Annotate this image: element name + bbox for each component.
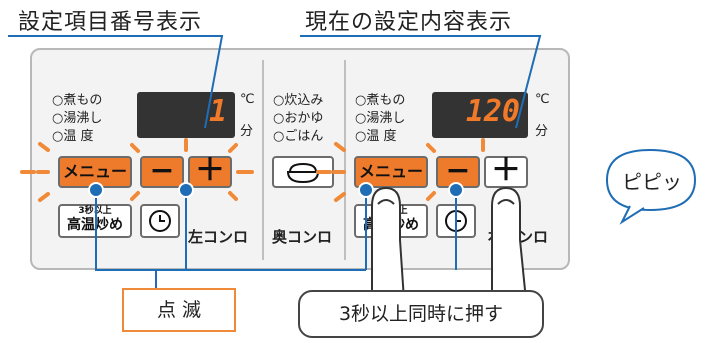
leader-lines: [8, 35, 542, 129]
clock-icon: [149, 210, 171, 232]
beep-text: ピピッ: [622, 170, 682, 194]
left-menu-button[interactable]: メニュー: [58, 156, 132, 188]
left-menu-item-simmer: ○煮もの: [52, 93, 103, 108]
rear-menu-item-rice: ○ごはん: [273, 129, 324, 144]
rear-menu-list: ○炊込み ○おかゆ ○ごはん: [273, 92, 323, 146]
right-display-value: 120: [465, 94, 520, 129]
right-menu-button-label: メニュー: [358, 162, 423, 181]
left-menu-button-label: メニュー: [62, 162, 127, 181]
press-instruction-text: 3秒以上同時に押す: [338, 303, 504, 325]
left-unit-celsius: ℃: [240, 92, 255, 107]
current-setting-display-label: 現在の設定内容表示: [305, 10, 513, 35]
left-display-value: 1: [208, 94, 227, 129]
left-minus-button[interactable]: −: [140, 156, 184, 188]
left-plus-label: ＋: [195, 153, 225, 188]
right-display: 120: [432, 92, 528, 138]
finger-left: [371, 186, 406, 301]
left-minus-label: −: [149, 153, 175, 188]
setting-number-display-label: 設定項目番号表示: [18, 10, 203, 35]
finger-right: [491, 186, 528, 301]
right-plus-button[interactable]: ＋: [484, 156, 528, 188]
panel-divider-right: [344, 60, 346, 260]
right-menu-item-temperature: ○温 度: [355, 129, 397, 144]
rice-bowl-icon: [286, 162, 320, 184]
blink-rays: [20, 138, 485, 202]
right-plus-label: ＋: [491, 153, 521, 188]
left-high-temp-sub: 3秒以上: [78, 206, 112, 216]
rear-burner-name: 奥コンロ: [272, 228, 333, 246]
connector-lines: [95, 190, 457, 290]
left-plus-button[interactable]: ＋: [188, 156, 232, 188]
blinking-label: 点 滅: [122, 288, 236, 332]
right-unit-celsius: ℃: [535, 92, 550, 107]
blinking-text: 点 滅: [156, 299, 202, 321]
panel-divider-left: [262, 60, 264, 260]
left-display: 1: [137, 92, 235, 138]
left-unit-minutes: 分: [240, 124, 254, 139]
right-unit-minutes: 分: [535, 124, 549, 139]
rear-menu-item-porridge: ○おかゆ: [273, 111, 324, 126]
right-menu-indicator-dot: [358, 182, 374, 198]
beep-bubble: [605, 148, 697, 225]
right-minus-indicator-dot: [448, 182, 464, 198]
left-menu-item-boil: ○湯沸し: [52, 111, 103, 126]
right-menu-list: ○煮もの ○湯沸し ○温 度: [355, 92, 405, 146]
right-minus-label: −: [445, 153, 471, 188]
left-plus-indicator-dot: [178, 182, 194, 198]
press-instruction-label: 3秒以上同時に押す: [298, 290, 544, 338]
right-menu-item-simmer: ○煮もの: [355, 93, 406, 108]
left-menu-indicator-dot: [88, 182, 104, 198]
right-menu-item-boil: ○湯沸し: [355, 111, 406, 126]
left-burner-name: 左コンロ: [188, 228, 249, 246]
left-menu-list: ○煮もの ○湯沸し ○温 度: [52, 92, 102, 146]
left-timer-button[interactable]: [140, 204, 180, 238]
left-menu-item-temperature: ○温 度: [52, 129, 94, 144]
rear-menu-item-mixed-rice: ○炊込み: [273, 93, 324, 108]
